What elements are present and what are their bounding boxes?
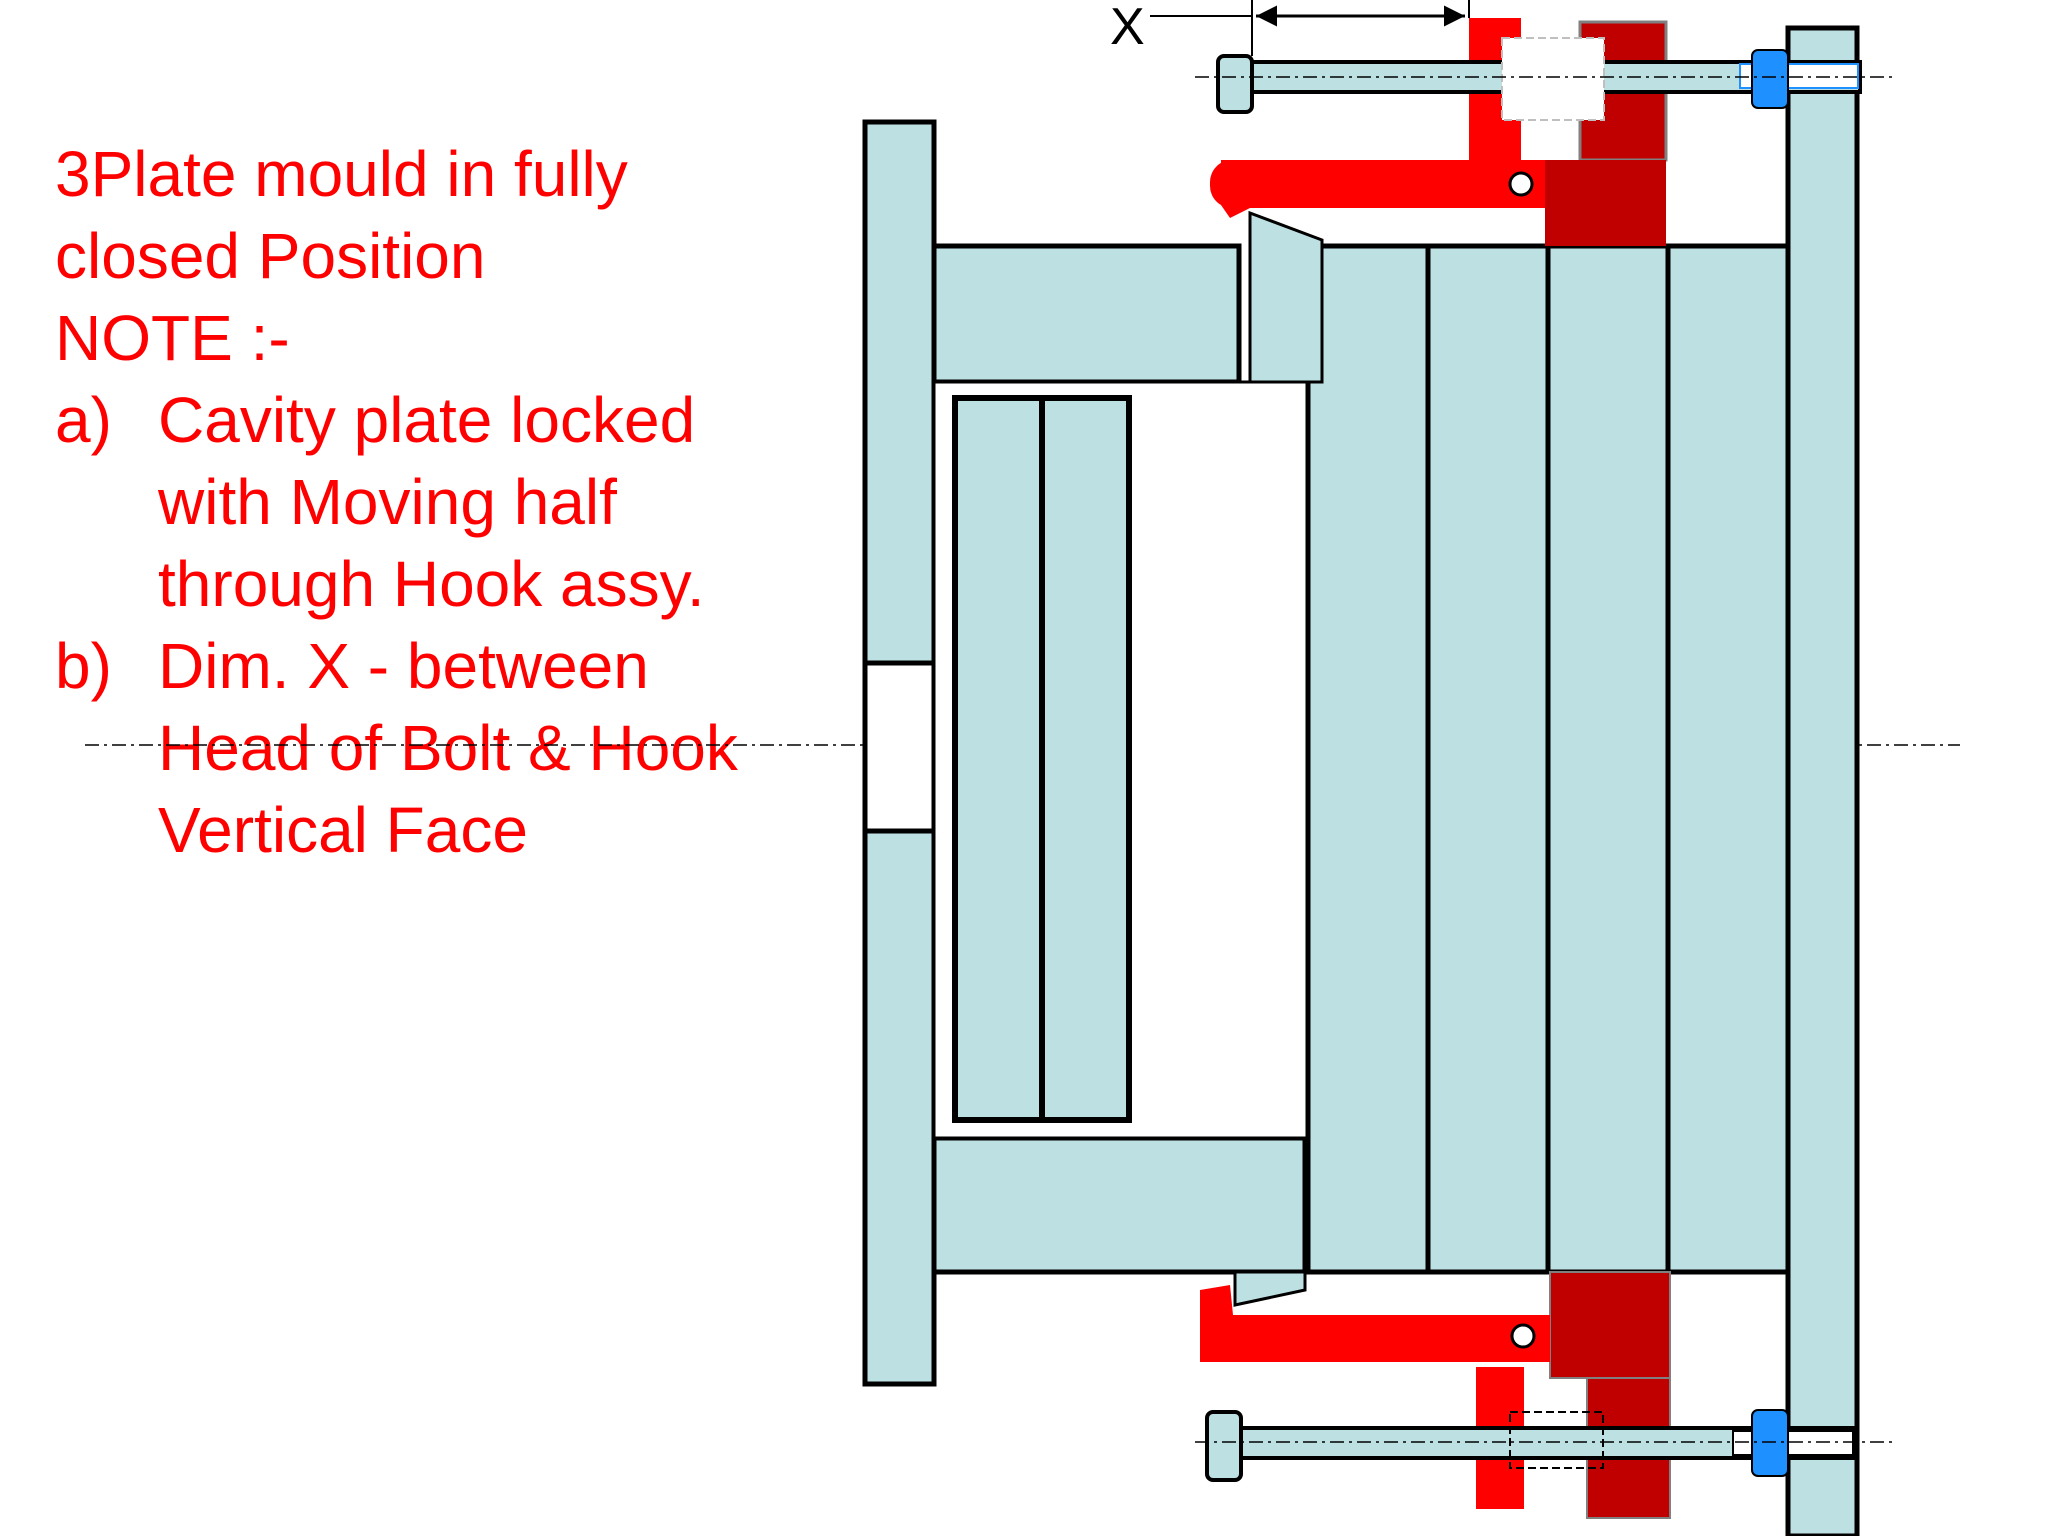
note-item-b-line-3: Vertical Face xyxy=(158,794,528,866)
ejector-plate-2 xyxy=(1039,395,1132,1123)
spacer-block xyxy=(1665,243,1791,1275)
core-plate xyxy=(1425,243,1551,1275)
upper-hook-arm-tip xyxy=(1210,160,1270,208)
lower-hook-arm xyxy=(1200,1285,1550,1362)
upper-hook-arm xyxy=(1221,160,1545,218)
lower-latch-wedge xyxy=(1233,1270,1307,1307)
upper-stripper-plate xyxy=(931,243,1242,385)
ejector-plate-1 xyxy=(952,395,1045,1123)
note-item-b-marker: b) xyxy=(55,630,112,702)
note-title-line-1: 3Plate mould in fully xyxy=(55,138,628,210)
lower-bolt-head xyxy=(1205,1410,1243,1482)
upper-washer xyxy=(1751,49,1789,109)
note-item-a-line-3: through Hook assy. xyxy=(158,548,705,620)
upper-latch-wedge xyxy=(1248,210,1324,384)
upper-bolt-head xyxy=(1216,54,1254,114)
cavity-plate xyxy=(1305,243,1431,1275)
note-item-b-line-2: Head of Bolt & Hook xyxy=(158,712,738,784)
note-title-line-2: closed Position xyxy=(55,220,486,292)
dim-x-label: X xyxy=(1110,0,1145,56)
note-item-a-marker: a) xyxy=(55,384,112,456)
lower-washer xyxy=(1751,1409,1789,1477)
bottom-clamp-plate xyxy=(1785,25,1860,1536)
note-heading: NOTE :- xyxy=(55,302,290,374)
upper-spring-zone xyxy=(1501,37,1605,121)
upper-hook-block-base xyxy=(1545,160,1666,246)
note-item-a-line-1: Cavity plate locked xyxy=(158,384,696,456)
upper-hook-pin xyxy=(1508,171,1534,197)
lower-spring-zone xyxy=(1509,1411,1604,1469)
lower-hook-arm-tip xyxy=(1200,1325,1260,1362)
lower-hook-block-base xyxy=(1549,1271,1671,1379)
lower-stripper-plate xyxy=(931,1135,1308,1275)
note-item-a-line-2: with Moving half xyxy=(158,466,617,538)
note-item-b-line-1: Dim. X - between xyxy=(158,630,649,702)
support-plate xyxy=(1545,243,1671,1275)
lower-hook-pin xyxy=(1510,1323,1536,1349)
sprue-opening xyxy=(862,660,937,834)
